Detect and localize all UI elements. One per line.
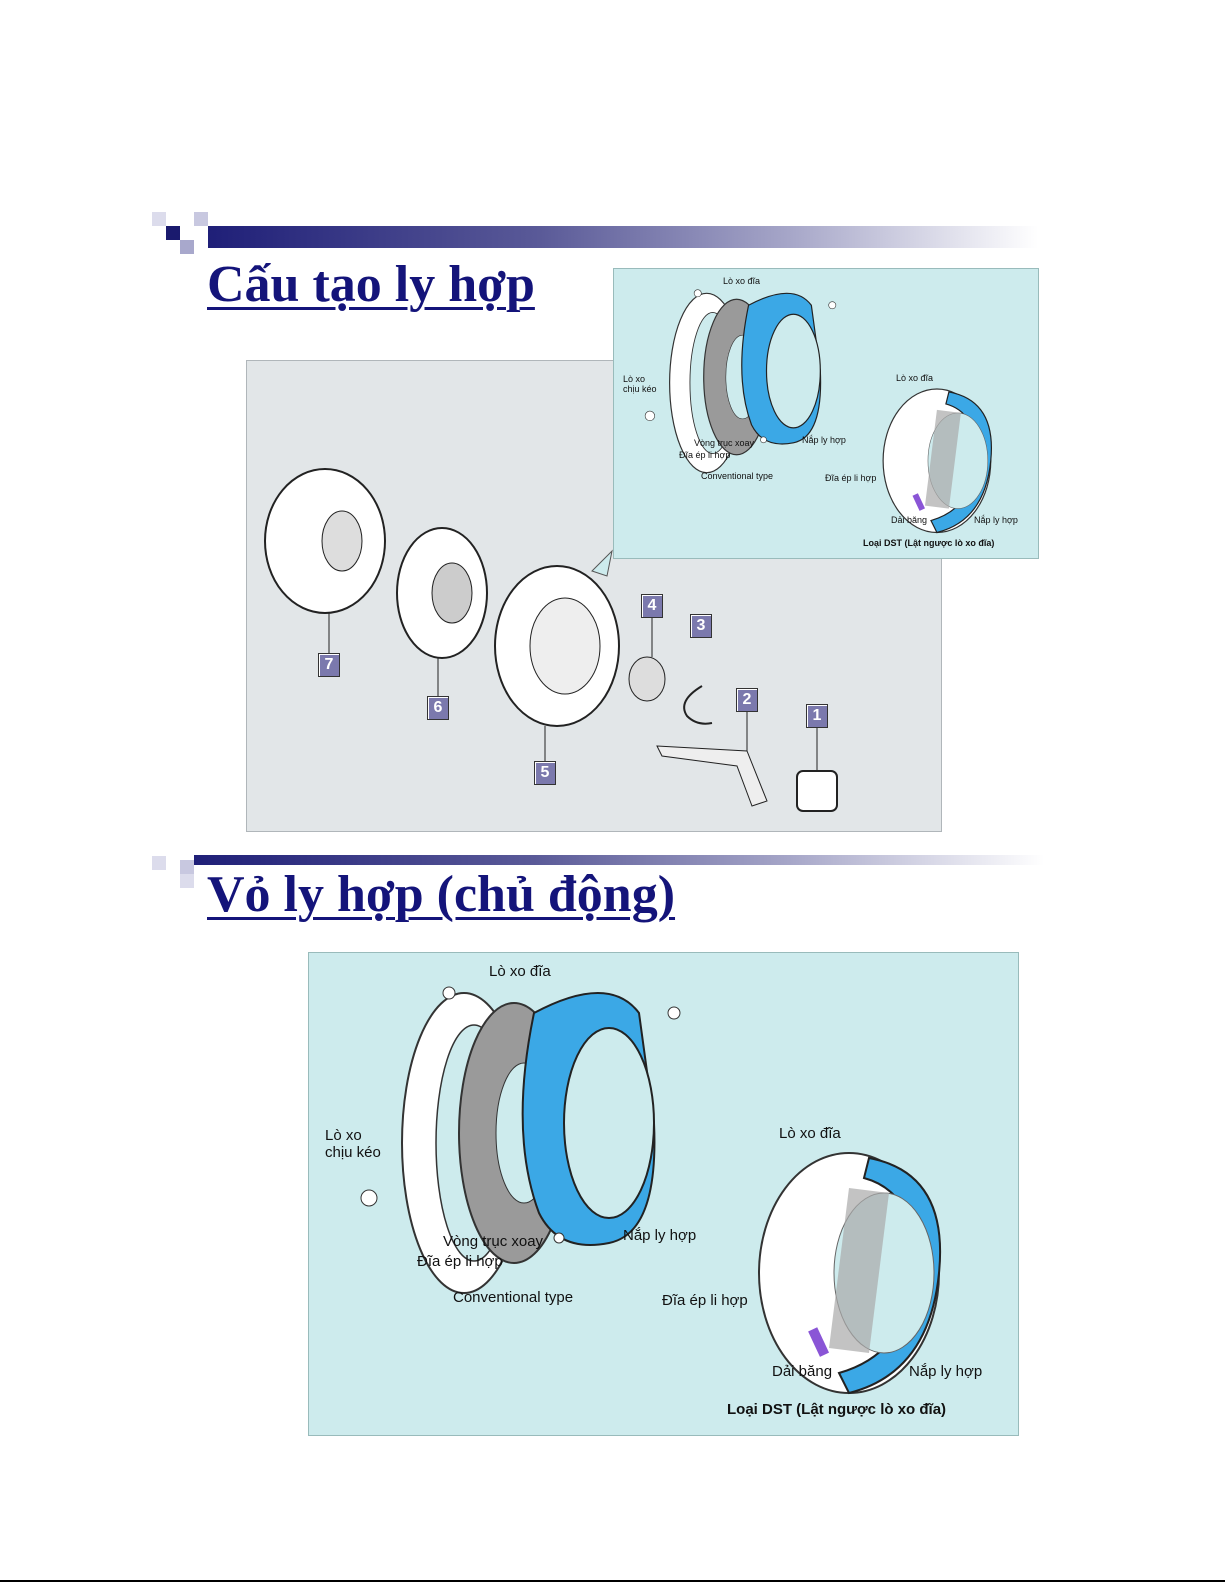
label-dia-ep: Đĩa ép li hợp [417,1253,503,1270]
label-lo-xo-dia: Lò xo đĩa [723,276,761,286]
label-lo-xo-chiu-keo: Lò xo chịu kéo [623,374,657,395]
label-dia-ep: Đĩa ép li hợp [679,450,731,460]
bullet-square [180,860,194,874]
part-number-1: 1 [806,704,828,728]
label-conventional-type: Conventional type [453,1289,574,1306]
label-conventional-type: Conventional type [701,471,774,481]
bullet-square [180,240,194,254]
label-dia-ep-dst: Đĩa ép li hợp [662,1292,748,1309]
label-nap-dst: Nắp ly hợp [974,515,1018,525]
bullet-square [194,212,208,226]
label-dia-ep-dst: Đĩa ép li hợp [825,473,877,483]
part-number-3: 3 [690,614,712,638]
label-nap-dst: Nắp ly hợp [909,1363,983,1380]
label-vong-truc-xoay: Vòng trục xoay [694,438,755,448]
part-number-7: 7 [318,653,340,677]
bullet-square [180,874,194,888]
part-number-6: 6 [427,696,449,720]
header-bar [208,226,1038,248]
part-number-4: 4 [641,594,663,618]
slide-title: Vỏ ly hợp (chủ động) [207,866,676,923]
header-bar [194,855,1044,865]
part-number-2: 2 [736,688,758,712]
label-dai-bang: Dải băng [891,515,928,525]
slide-title: Cấu tạo ly hợp [207,256,535,313]
label-dai-bang: Dải băng [772,1363,833,1380]
label-lo-xo-dia-dst: Lò xo đĩa [779,1125,841,1142]
label-lo-xo-dia-dst: Lò xo đĩa [896,373,934,383]
page-bottom-rule [0,1580,1225,1582]
dst-caption: Loại DST (Lật ngược lò xo đĩa) [727,1401,947,1418]
part-number-5: 5 [534,761,556,785]
label-nap-ly-hop: Nắp ly hợp [802,435,846,445]
label-nap-ly-hop: Nắp ly hợp [623,1227,697,1244]
clutch-cover-diagram: Lò xo đĩa Lò xo chịu kéo Vòng trục xoay … [308,952,1019,1436]
dst-caption: Loại DST (Lật ngược lò xo đĩa) [863,538,995,548]
label-lo-xo-dia: Lò xo đĩa [489,963,551,980]
label-vong-truc-xoay: Vòng trục xoay [443,1233,544,1250]
label-lo-xo-chiu-keo: Lò xo chịu kéo [325,1127,381,1162]
bullet-square [152,856,166,870]
bullet-square [152,212,166,226]
clutch-parts-illustration [264,468,838,812]
bullet-square [166,226,180,240]
clutch-cover-inset: Lò xo đĩa Lò xo chịu kéo Vòng trục xoay … [613,268,1039,559]
